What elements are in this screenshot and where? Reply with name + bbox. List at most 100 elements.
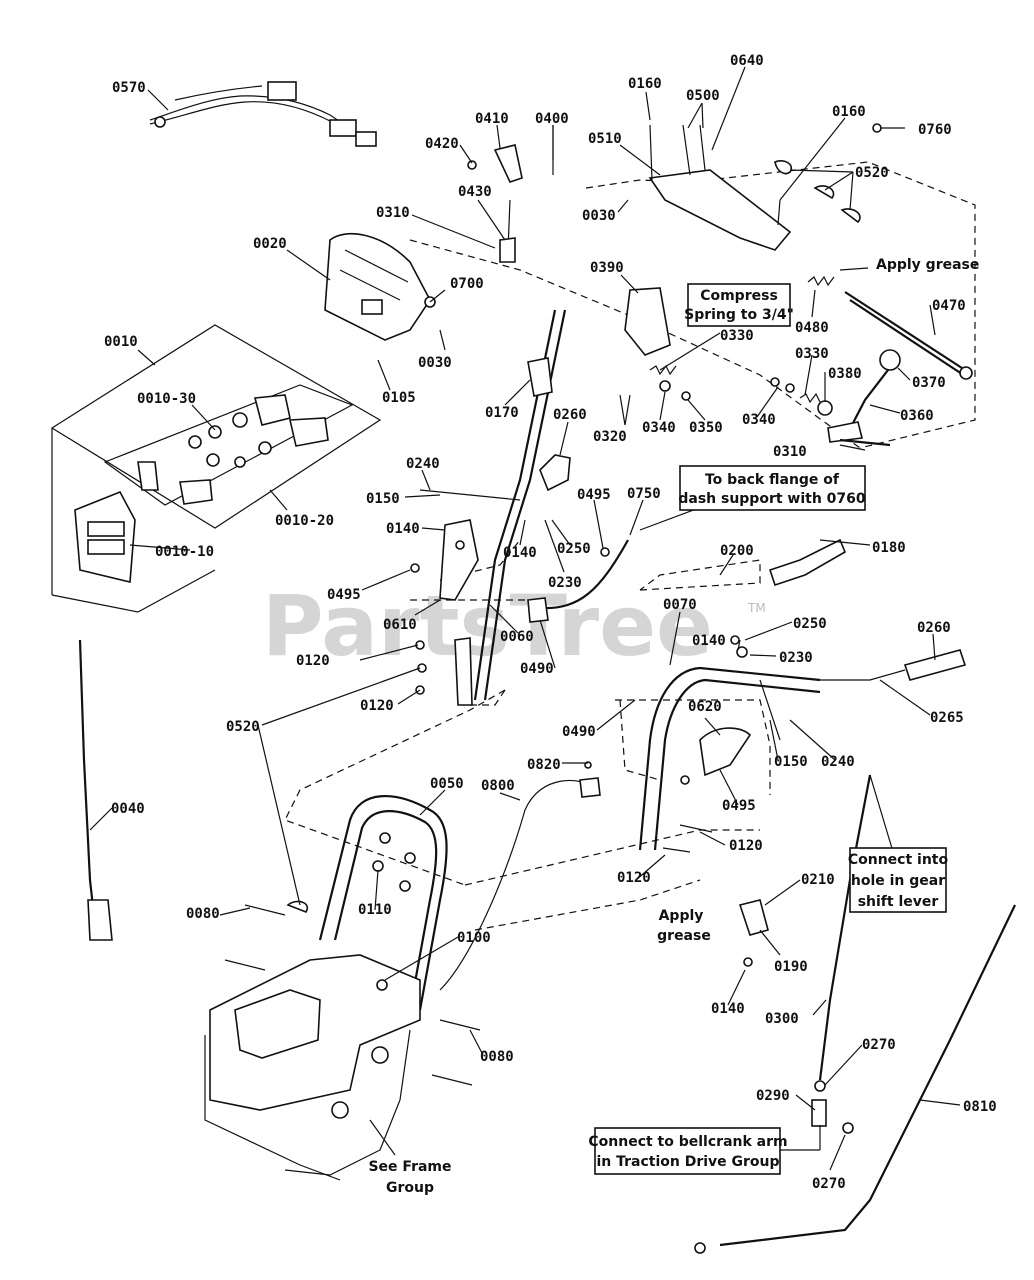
callout-0010-30: 0010-30 [137, 391, 196, 407]
callout-0230-right: 0230 [779, 650, 813, 666]
callout-0120-lower: 0120 [360, 698, 394, 714]
note-see-frame: See Frame Group [368, 1159, 451, 1196]
callout-0265: 0265 [930, 710, 964, 726]
callout-0480: 0480 [795, 320, 829, 336]
callout-0640: 0640 [730, 53, 764, 69]
callout-0620: 0620 [688, 699, 722, 715]
callout-0490-lower: 0490 [562, 724, 596, 740]
note-apply-grease-bottom: Apply grease [657, 908, 711, 944]
note-connect-bellcrank-line2: in Traction Drive Group [596, 1154, 779, 1170]
callout-0105: 0105 [382, 390, 416, 406]
callout-0390: 0390 [590, 260, 624, 276]
callout-0380: 0380 [828, 366, 862, 382]
note-connect-bellcrank-line1: Connect to bellcrank arm [588, 1134, 787, 1150]
callout-0080-right: 0080 [480, 1049, 514, 1065]
headlight-assembly [50, 324, 382, 613]
callout-0420: 0420 [425, 136, 459, 152]
callout-0430: 0430 [458, 184, 492, 200]
note-apply-grease-line1: Apply [659, 908, 704, 924]
callout-0040: 0040 [111, 801, 145, 817]
callout-0500: 0500 [686, 88, 720, 104]
control-arm [638, 538, 1016, 1254]
leader-lines [89, 66, 961, 1171]
note-back-flange: To back flange of dash support with 0760 [678, 465, 866, 511]
callout-0340-right: 0340 [742, 412, 776, 428]
callout-0610: 0610 [383, 617, 417, 633]
callout-0270: 0270 [862, 1037, 896, 1053]
callout-0520-left: 0520 [226, 719, 260, 735]
callout-0240: 0240 [406, 456, 440, 472]
callout-0030: 0030 [582, 208, 616, 224]
callout-0340: 0340 [642, 420, 676, 436]
note-back-flange-line2: dash support with 0760 [678, 491, 866, 507]
callout-0180: 0180 [872, 540, 906, 556]
callout-0350: 0350 [689, 420, 723, 436]
note-compress-spring: Compress Spring to 3/4" [684, 283, 794, 327]
callout-0170: 0170 [485, 405, 519, 421]
callout-0110: 0110 [358, 902, 392, 918]
light-housing [324, 232, 436, 341]
note-connect-gear-line1: Connect into [848, 852, 949, 868]
callout-0760: 0760 [918, 122, 952, 138]
note-connect-bellcrank: Connect to bellcrank arm in Traction Dri… [588, 1127, 788, 1175]
callout-0010: 0010 [104, 334, 138, 350]
note-compress-line1: Compress [700, 288, 778, 304]
callout-0750: 0750 [627, 486, 661, 502]
callout-0140: 0140 [386, 521, 420, 537]
callout-0150: 0150 [366, 491, 400, 507]
callout-0320: 0320 [593, 429, 627, 445]
callout-0510: 0510 [588, 131, 622, 147]
callout-0010-10: 0010-10 [155, 544, 214, 560]
callout-0120-right: 0120 [729, 838, 763, 854]
callout-0400: 0400 [535, 111, 569, 127]
wiring-harness [149, 81, 377, 147]
handle-shift-lever [410, 309, 629, 706]
lower-handle-frame [78, 639, 713, 1181]
callout-0160-right: 0160 [832, 104, 866, 120]
callout-0300: 0300 [765, 1011, 799, 1027]
callout-0050: 0050 [430, 776, 464, 792]
callout-0495: 0495 [577, 487, 611, 503]
callout-0570: 0570 [112, 80, 146, 96]
note-apply-grease-top: Apply grease [876, 257, 979, 273]
callout-0250-right: 0250 [793, 616, 827, 632]
callout-0290: 0290 [756, 1088, 790, 1104]
callout-0495-left: 0495 [327, 587, 361, 603]
callout-0140-center: 0140 [503, 545, 537, 561]
callout-0200: 0200 [720, 543, 754, 559]
callout-0080: 0080 [186, 906, 220, 922]
callout-0800: 0800 [481, 778, 515, 794]
callout-0140-right: 0140 [692, 633, 726, 649]
dash-support [467, 123, 973, 447]
callout-0010-20: 0010-20 [275, 513, 334, 529]
callout-0120-bottom: 0120 [617, 870, 651, 886]
callout-0260-right: 0260 [917, 620, 951, 636]
callout-0100: 0100 [457, 930, 491, 946]
callout-0250: 0250 [557, 541, 591, 557]
callout-0210: 0210 [801, 872, 835, 888]
callout-0310: 0310 [376, 205, 410, 221]
callout-0230: 0230 [548, 575, 582, 591]
callout-0150-right: 0150 [774, 754, 808, 770]
callout-0190: 0190 [774, 959, 808, 975]
callout-0270-bottom: 0270 [812, 1176, 846, 1192]
callout-0360: 0360 [900, 408, 934, 424]
note-compress-line2: Spring to 3/4" [684, 307, 794, 323]
callout-0330: 0330 [720, 328, 754, 344]
note-see-frame-line2: Group [386, 1180, 434, 1196]
callout-0700: 0700 [450, 276, 484, 292]
callout-0810: 0810 [963, 1099, 997, 1115]
watermark-text: PartsTree [262, 577, 713, 675]
callout-0120: 0120 [296, 653, 330, 669]
watermark-trademark: TM [747, 601, 766, 615]
callout-0495-right: 0495 [722, 798, 756, 814]
callout-0030-lower: 0030 [418, 355, 452, 371]
callout-0310-right: 0310 [773, 444, 807, 460]
callout-0410: 0410 [475, 111, 509, 127]
callout-0240-right: 0240 [821, 754, 855, 770]
callout-0060: 0060 [500, 629, 534, 645]
callout-0820: 0820 [527, 757, 561, 773]
callout-0370: 0370 [912, 375, 946, 391]
callout-0160: 0160 [628, 76, 662, 92]
